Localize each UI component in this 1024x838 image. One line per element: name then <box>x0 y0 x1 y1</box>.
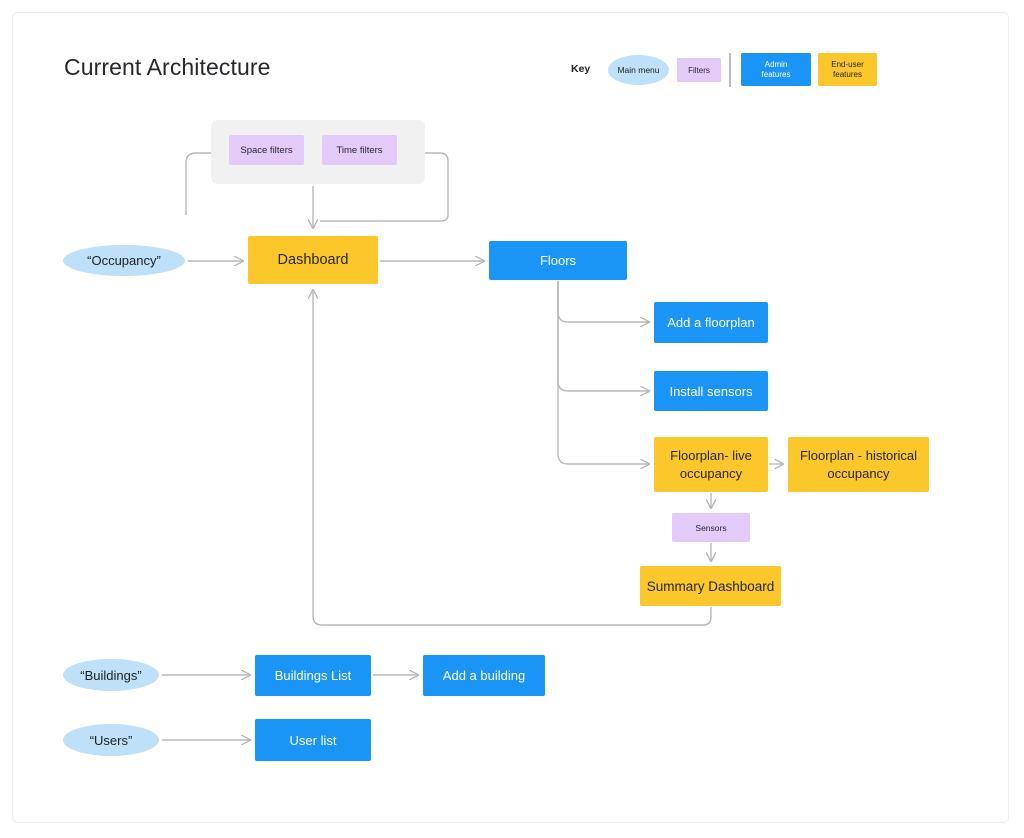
legend-item-filters: Filters <box>677 58 721 82</box>
legend-divider <box>729 53 731 87</box>
canvas-frame <box>12 12 1009 823</box>
node-buildings[interactable]: “Buildings” <box>63 659 159 691</box>
legend-label: Key <box>571 63 591 75</box>
node-sensors[interactable]: Sensors <box>672 513 750 542</box>
node-floorplan-historical-occupancy[interactable]: Floorplan - historical occupancy <box>788 437 929 492</box>
legend-filters-label: Filters <box>688 65 710 75</box>
legend-item-main-menu: Main menu <box>608 55 669 85</box>
node-floorplan-historical-label: Floorplan - historical occupancy <box>799 447 918 481</box>
node-add-building[interactable]: Add a building <box>423 655 545 696</box>
legend-main-menu-label: Main menu <box>617 65 660 75</box>
node-floors[interactable]: Floors <box>489 241 627 280</box>
node-dashboard[interactable]: Dashboard <box>248 236 378 284</box>
legend-item-end-user-features: End-user features <box>818 53 877 86</box>
node-time-filters[interactable]: Time filters <box>322 135 397 165</box>
node-buildings-list[interactable]: Buildings List <box>255 655 371 696</box>
legend-admin-label: Admin features <box>761 59 791 79</box>
node-add-floorplan[interactable]: Add a floorplan <box>654 302 768 343</box>
node-user-list[interactable]: User list <box>255 719 371 761</box>
node-summary-dashboard[interactable]: Summary Dashboard <box>640 566 781 606</box>
legend-enduser-label: End-user features <box>831 59 864 79</box>
node-install-sensors[interactable]: Install sensors <box>654 371 768 411</box>
node-occupancy[interactable]: “Occupancy” <box>63 245 185 276</box>
node-space-filters[interactable]: Space filters <box>229 135 304 165</box>
legend-item-admin-features: Admin features <box>741 53 811 86</box>
page-title: Current Architecture <box>64 54 271 80</box>
node-floorplan-live-occupancy[interactable]: Floorplan- live occupancy <box>654 437 768 492</box>
node-floorplan-live-label: Floorplan- live occupancy <box>670 447 752 481</box>
node-users[interactable]: “Users” <box>63 724 159 756</box>
